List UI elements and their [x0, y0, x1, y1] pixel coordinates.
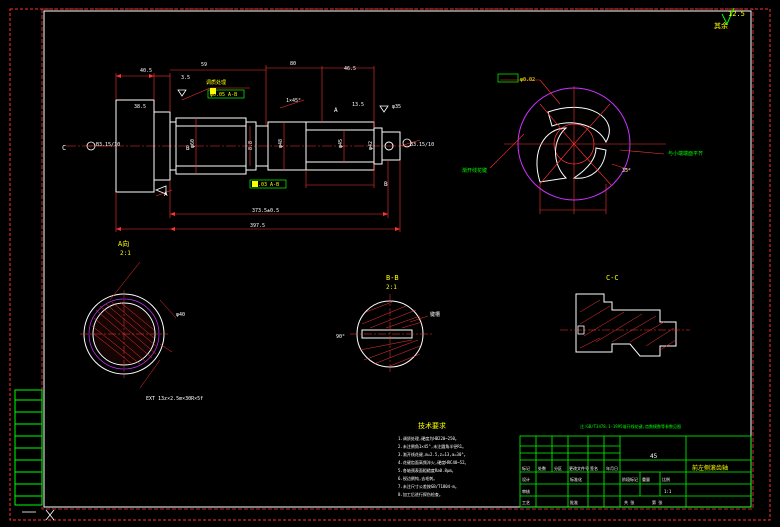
tb-r1-c5: 签名 — [590, 465, 598, 471]
spiral-angle: 35° — [622, 168, 631, 174]
tb-r1-c1: 标记 — [522, 465, 530, 471]
dia-5: φ35 — [392, 104, 401, 110]
view-b-note: 键槽 — [430, 311, 440, 318]
tech-req-item-4: 4.花键齿面高频淬火,硬度HRC48~52。 — [398, 459, 469, 465]
inner-frame-red — [41, 8, 754, 510]
tb-r3-c7: 1:1 — [664, 489, 672, 494]
spline-note: EXT 13z×2.5m×30R×5f — [146, 396, 203, 402]
tb-r3-c1: 审核 — [522, 488, 530, 494]
tb-r2-c5: 阶段标记 — [622, 476, 638, 482]
roughness-suffix: 其余 — [714, 21, 728, 30]
dim-top-3: 59 — [201, 62, 207, 68]
dim-label-right: 13.5 — [352, 102, 364, 108]
tb-r1-c3: 分区 — [554, 465, 562, 471]
dia-2: φ48 — [278, 139, 284, 148]
length-dim-2: 397.5 — [250, 223, 265, 229]
tolerance-2: φ0.03 A-B — [252, 182, 279, 188]
tech-req-item-5: 5.各轴颈表面粗糙度Ra0.8μm。 — [398, 467, 456, 473]
view-a-title: A向 — [118, 239, 129, 248]
tb-r4-c6: 第 张 — [652, 499, 662, 505]
dia-1: φ60 — [190, 139, 196, 148]
datum-b: B — [384, 181, 388, 188]
tb-r2-c7: 比例 — [662, 476, 670, 482]
outer-frame — [9, 8, 771, 521]
view-a: A向 2:1 EXT 13z×2.5m×30R×5f φ40 — [80, 239, 203, 402]
view-a-scale: 2:1 — [120, 250, 131, 257]
tb-r2-c3: 标准化 — [570, 476, 582, 482]
view-b: B-B 2:1 键槽 90° — [336, 274, 440, 374]
spiral-left-label: 渐开线花键 — [462, 167, 487, 174]
dim-label-mid: 8.8 — [248, 141, 254, 150]
main-view: 40.5 3.5 59 80 46.5 38.5 8.8 13.5 φ60 φ4… — [62, 61, 434, 232]
roughness-value: 12.5 — [728, 10, 745, 18]
tb-r4-c3: 批准 — [570, 499, 578, 505]
tech-req-title: 技术要求 — [418, 421, 446, 430]
view-b-title: B-B — [386, 274, 399, 282]
roughness-symbol: 12.5 其余 — [714, 7, 745, 30]
length-dim-1: 373.5±0.5 — [252, 208, 279, 214]
section-b-label: B — [186, 145, 190, 152]
dim-top-4: 80 — [290, 61, 296, 67]
tech-req-item-3: 3.渐开线花键,m=2.5,z=13,α=30°。 — [398, 451, 468, 457]
tech-req-item-8: 8.加工后进行探伤检查。 — [398, 491, 443, 497]
corner-marks — [22, 509, 55, 521]
tech-req-top-note: 注:GB/T3478.1-1995渐开线花键,齿数模数等参数见图 — [580, 423, 681, 429]
view-a-dim: φ40 — [176, 312, 185, 318]
tolerance-1: φ0.05 A-B — [210, 92, 237, 98]
title-block: 45 前左侧滚齿轴 标记 处数 分区 更改文件号 签名 年月日 设计 标准化 阶… — [519, 435, 752, 508]
spiral-view: φ0.02 渐开线花键 与小端端面平齐 35° — [462, 73, 703, 214]
section-c-label: C — [62, 144, 66, 152]
dim-label-left: 38.5 — [134, 104, 146, 110]
view-c-title: C-C — [606, 274, 619, 282]
tech-req-item-2: 2.未注倒角1×45°,未注圆角半径R1。 — [398, 443, 466, 449]
spiral-top-label: φ0.02 — [520, 77, 535, 83]
part-name: 前左侧滚齿轴 — [692, 464, 728, 472]
view-b-scale: 2:1 — [386, 284, 397, 291]
center-left: B3.15/10 — [96, 142, 120, 148]
datum-a: A — [164, 191, 168, 198]
tech-req-item-1: 1.调质处理,硬度为HB220~250。 — [398, 435, 459, 441]
binding-strip — [14, 389, 43, 506]
tech-req-item-7: 7.未注尺寸公差按GB/T1804-m。 — [398, 483, 459, 489]
dia-4: φ42 — [368, 141, 374, 150]
dim-top-5: 46.5 — [344, 66, 356, 72]
inner-frame — [43, 10, 752, 508]
tb-r4-c5: 共 张 — [624, 499, 634, 505]
view-c: C-C — [560, 274, 690, 357]
spiral-right-label: 与小端端面平齐 — [668, 150, 703, 157]
tb-r1-c4: 更改文件号 — [569, 465, 589, 471]
tb-r2-c1: 设计 — [522, 476, 530, 482]
tech-requirements: 技术要求 1.调质处理,硬度为HB220~250。 2.未注倒角1×45°,未注… — [398, 421, 681, 497]
tb-r2-c6: 重量 — [642, 476, 650, 482]
heat-note: 调质处理 — [206, 79, 226, 86]
tb-r1-c6: 年月日 — [606, 465, 618, 471]
tb-r1-c2: 处数 — [538, 465, 546, 471]
tech-req-item-6: 6.锐边倒钝,去毛刺。 — [398, 475, 437, 481]
center-right: B3.15/10 — [410, 142, 434, 148]
tb-r4-c1: 工艺 — [522, 500, 530, 505]
chamfer-label: 1×45° — [286, 98, 301, 104]
section-a-label: A — [334, 107, 338, 114]
dia-3: φ45 — [338, 139, 344, 148]
dim-top-2: 3.5 — [181, 75, 190, 81]
material: 45 — [650, 453, 658, 460]
dim-top-1: 40.5 — [140, 68, 152, 74]
view-b-angle: 90° — [336, 334, 345, 340]
